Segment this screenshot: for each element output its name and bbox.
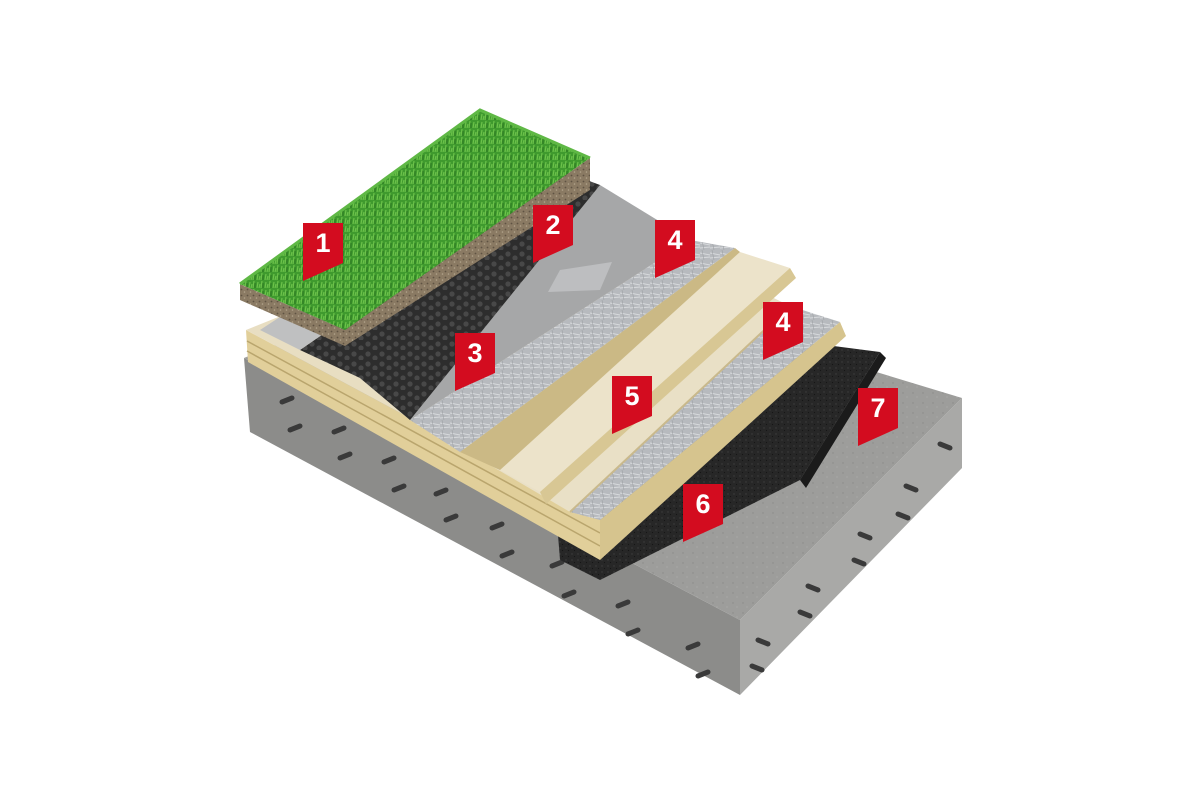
grass-top xyxy=(240,110,590,330)
callout-2: 2 xyxy=(533,205,573,263)
callout-3: 3 xyxy=(455,333,495,391)
callout-4a: 4 xyxy=(655,220,695,278)
soil-left-face xyxy=(240,284,345,346)
insulation-front-face xyxy=(600,322,846,560)
soil-front-face xyxy=(345,158,590,346)
callout-6: 6 xyxy=(683,484,723,542)
callout-7: 7 xyxy=(858,388,898,446)
callout-6-number: 6 xyxy=(695,489,710,519)
drainage-membrane xyxy=(300,170,600,420)
callout-7-number: 7 xyxy=(870,393,885,423)
callout-4b: 4 xyxy=(763,302,803,360)
callout-4b-number: 4 xyxy=(775,307,790,337)
callout-1-number: 1 xyxy=(315,228,330,258)
rebar-stubs xyxy=(279,395,953,679)
callout-4a-number: 4 xyxy=(667,225,682,255)
callout-3-number: 3 xyxy=(467,338,482,368)
callouts: 1 2 3 4 4 5 6 7 xyxy=(303,205,898,542)
callout-1: 1 xyxy=(303,223,343,281)
foil-layer-upper xyxy=(410,240,735,452)
callout-5-number: 5 xyxy=(624,381,639,411)
callout-2-number: 2 xyxy=(545,210,560,240)
concrete-slab-right-face xyxy=(740,398,962,695)
insulation-boards xyxy=(460,248,796,504)
insulation-left-face xyxy=(246,330,600,560)
grass-block xyxy=(239,108,591,346)
callout-5: 5 xyxy=(612,376,652,434)
